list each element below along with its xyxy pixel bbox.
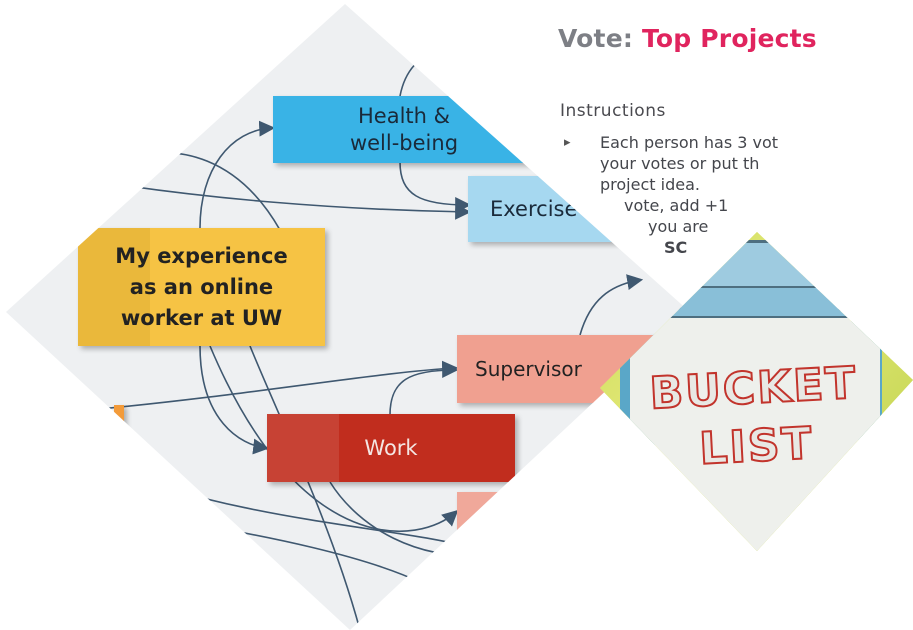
instruction-item: vote, add +1 bbox=[624, 196, 729, 215]
work-node: Work bbox=[267, 414, 515, 482]
instruction-item: SC bbox=[664, 238, 688, 257]
instructions-list: Each person has 3 vot your votes or put … bbox=[564, 132, 864, 258]
edge-node bbox=[114, 405, 124, 433]
title-prefix: Vote: bbox=[558, 24, 634, 53]
instructions-heading: Instructions bbox=[560, 101, 666, 121]
instruction-item: Each person has 3 vot bbox=[564, 132, 864, 153]
instruction-item: your votes or put th bbox=[600, 154, 760, 173]
slide-title: Vote: Top Projects bbox=[558, 24, 817, 53]
central-node: My experience as an online worker at UW bbox=[78, 228, 325, 346]
health-node: Health & well-being bbox=[273, 96, 535, 163]
supervisor-node: Supervisor bbox=[457, 335, 657, 403]
bucket-list-text: BUCKET LIST bbox=[647, 357, 859, 476]
instruction-item: you are bbox=[648, 217, 709, 236]
title-accent: Top Projects bbox=[641, 24, 817, 53]
instruction-item: project idea. bbox=[600, 175, 700, 194]
partial-node bbox=[457, 492, 577, 532]
